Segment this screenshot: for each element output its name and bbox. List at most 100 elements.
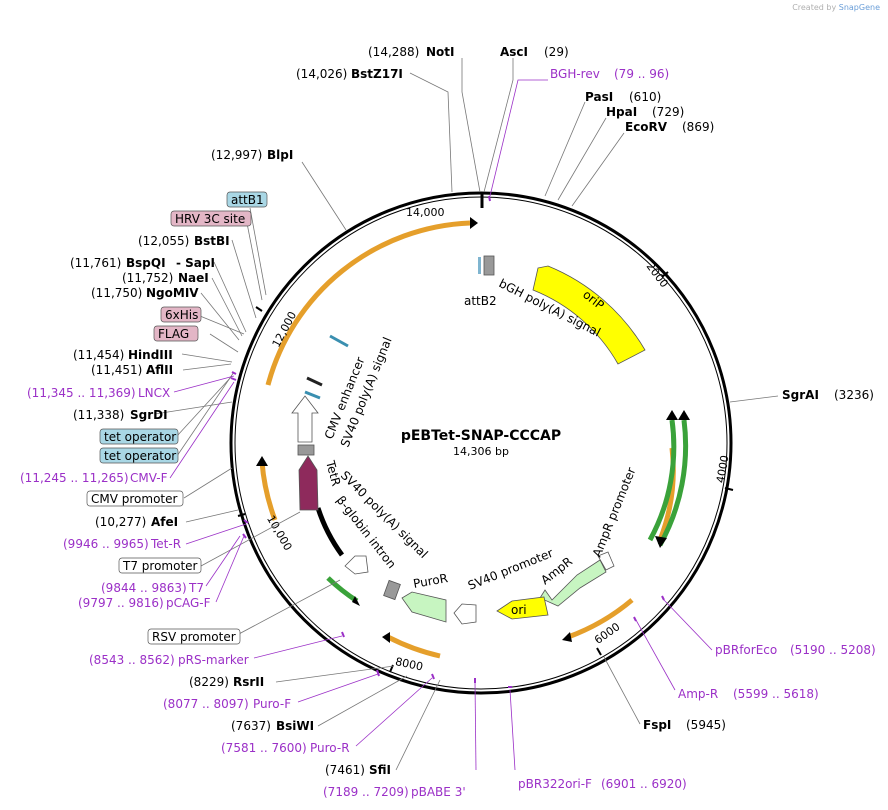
label-t7-promoter: T7 promoter bbox=[122, 559, 198, 573]
primer-pbrforeco: pBRforEco bbox=[715, 643, 777, 657]
leader-ngomiv bbox=[200, 292, 240, 341]
primer-pos-lncx: (11,345 .. 11,369) bbox=[27, 386, 136, 400]
enzyme-pos-fspi: (5945) bbox=[686, 718, 726, 732]
tick-12000 bbox=[255, 306, 263, 312]
leader-t7 bbox=[205, 535, 241, 587]
label-attb2: attB2 bbox=[464, 294, 497, 308]
leader-pasi bbox=[544, 101, 586, 197]
label-flag: FLAG bbox=[158, 327, 189, 341]
box-tet-operator-2 bbox=[99, 447, 179, 464]
site-cmv-f bbox=[230, 377, 237, 381]
tick-label-8000: 8000 bbox=[394, 655, 424, 674]
tick-6000 bbox=[596, 647, 602, 656]
connector-lines bbox=[154, 58, 779, 771]
primer-pos-pbr322ori-f: (6901 .. 6920) bbox=[601, 777, 687, 791]
box-rsv-promoter bbox=[147, 628, 241, 645]
primer-tet-r: Tet-R bbox=[150, 537, 181, 551]
orf-arrowheads bbox=[256, 217, 690, 643]
leader-tet-r bbox=[185, 523, 247, 545]
enzyme-hindiii: HindIII bbox=[128, 348, 173, 362]
enzyme-pos-afei: (10,277) bbox=[95, 515, 146, 529]
enzyme-pos-bstbi: (12,055) bbox=[138, 234, 189, 248]
primer-pos-pbrforeco: (5190 .. 5208) bbox=[790, 643, 876, 657]
leader-tet1 bbox=[176, 375, 233, 437]
enzyme-pos-hindiii: (11,454) bbox=[73, 348, 124, 362]
orf-arc-green2 bbox=[647, 419, 677, 542]
leader-naei bbox=[211, 277, 243, 337]
leader-bgh-rev bbox=[489, 79, 548, 197]
box-6xhis bbox=[160, 306, 202, 323]
tick-4000 bbox=[724, 487, 734, 491]
site-ampr bbox=[633, 616, 637, 622]
enzyme-sgrai: SgrAI bbox=[782, 388, 819, 402]
leader-noti bbox=[461, 58, 481, 193]
site-puro-f bbox=[376, 669, 380, 677]
label-ampr-promoter: AmpR promoter bbox=[590, 465, 639, 559]
leader-sfii bbox=[395, 679, 441, 771]
ampr-promoter-feature bbox=[597, 551, 615, 571]
leader-attb1 bbox=[249, 207, 267, 296]
orf-arc-bottom-right bbox=[567, 598, 634, 640]
leader-hindiii bbox=[181, 353, 233, 363]
enzyme-blpi: BlpI bbox=[267, 148, 293, 162]
leader-pcag-f bbox=[215, 535, 245, 603]
bgh-polya-feature bbox=[483, 255, 495, 276]
enzyme-rsrii: RsrII bbox=[233, 675, 264, 689]
boxed-feature-labels: attB1 HRV 3C site 6xHis FLAG tet operato… bbox=[86, 191, 268, 645]
tick-2000 bbox=[661, 271, 669, 278]
label-6xhis: 6xHis bbox=[165, 308, 198, 322]
primer-amp-r: Amp-R bbox=[678, 687, 718, 701]
leader-tet2 bbox=[176, 371, 235, 457]
leader-rsv-promoter bbox=[236, 579, 341, 636]
sv40-polya-small bbox=[383, 579, 401, 601]
arrowhead-left-green bbox=[352, 596, 360, 606]
leader-6xhis bbox=[199, 315, 245, 335]
label-tetr: TetR bbox=[323, 458, 343, 487]
label-tet-operator-1: tet operator bbox=[104, 430, 176, 444]
orf-arc-green1 bbox=[657, 419, 689, 547]
leader-fspi bbox=[603, 656, 641, 725]
sv40-polya-small-2 bbox=[297, 444, 315, 456]
enzyme-bstbi: BstBI bbox=[194, 234, 230, 248]
label-sv40-promoter: SV40 promoter bbox=[466, 546, 555, 593]
enzyme-pasi: PasI bbox=[585, 90, 613, 104]
tick-label-10000: 10,000 bbox=[264, 513, 295, 553]
arrowhead-top bbox=[470, 217, 478, 229]
enzyme-ngomiv: NgoMIV bbox=[146, 286, 199, 300]
primer-prs-marker: pRS-marker bbox=[178, 653, 249, 667]
primer-pos-amp-r: (5599 .. 5618) bbox=[733, 687, 819, 701]
arrowhead-green1 bbox=[678, 410, 690, 420]
enzyme-pos-bspqi: (11,761) bbox=[70, 256, 121, 270]
box-t7-promoter bbox=[118, 557, 202, 574]
site-puro-r bbox=[431, 673, 435, 680]
arrowhead-left-orange bbox=[256, 456, 268, 466]
label-cmv-promoter: CMV promoter bbox=[91, 492, 178, 506]
leader-afei bbox=[185, 509, 239, 523]
enzyme-bsiwi: BsiWI bbox=[276, 719, 314, 733]
enzyme-hpai: HpaI bbox=[606, 105, 637, 119]
leader-pbrforeco bbox=[663, 599, 713, 651]
enzyme-pos-sgrdi: (11,338) bbox=[73, 408, 124, 422]
orf-arc-bottom bbox=[386, 634, 441, 659]
enzyme-pos-ngomiv: (11,750) bbox=[91, 286, 142, 300]
enzyme-pos-sgrai: (3236) bbox=[834, 388, 874, 402]
leader-pbr322ori bbox=[509, 689, 516, 771]
cmv-enhancer-feature bbox=[291, 395, 319, 443]
tick-label-14000: 14,000 bbox=[406, 206, 445, 219]
leader-cmv-promoter bbox=[183, 467, 233, 499]
site-tet-r bbox=[243, 519, 249, 524]
arrowhead-bottom-right bbox=[562, 632, 572, 642]
enzyme-sfii: SfiI bbox=[369, 763, 391, 777]
enzyme-bspqi: BspQI bbox=[126, 256, 166, 270]
leader-pbabe bbox=[474, 681, 477, 771]
enzyme-pos-asci: (29) bbox=[544, 45, 569, 59]
primer-pos-bgh-rev: (79 .. 96) bbox=[614, 67, 669, 81]
primer-pos-t7: (9844 .. 9863) bbox=[101, 581, 187, 595]
site-pbrforeco bbox=[661, 595, 665, 601]
leader-asci bbox=[483, 58, 514, 193]
enzyme-noti: NotI bbox=[426, 45, 455, 59]
leader-hpai bbox=[557, 117, 607, 201]
primer-site-marks bbox=[230, 195, 665, 688]
leader-hrv bbox=[245, 217, 263, 301]
leader-sgrai bbox=[729, 395, 779, 403]
